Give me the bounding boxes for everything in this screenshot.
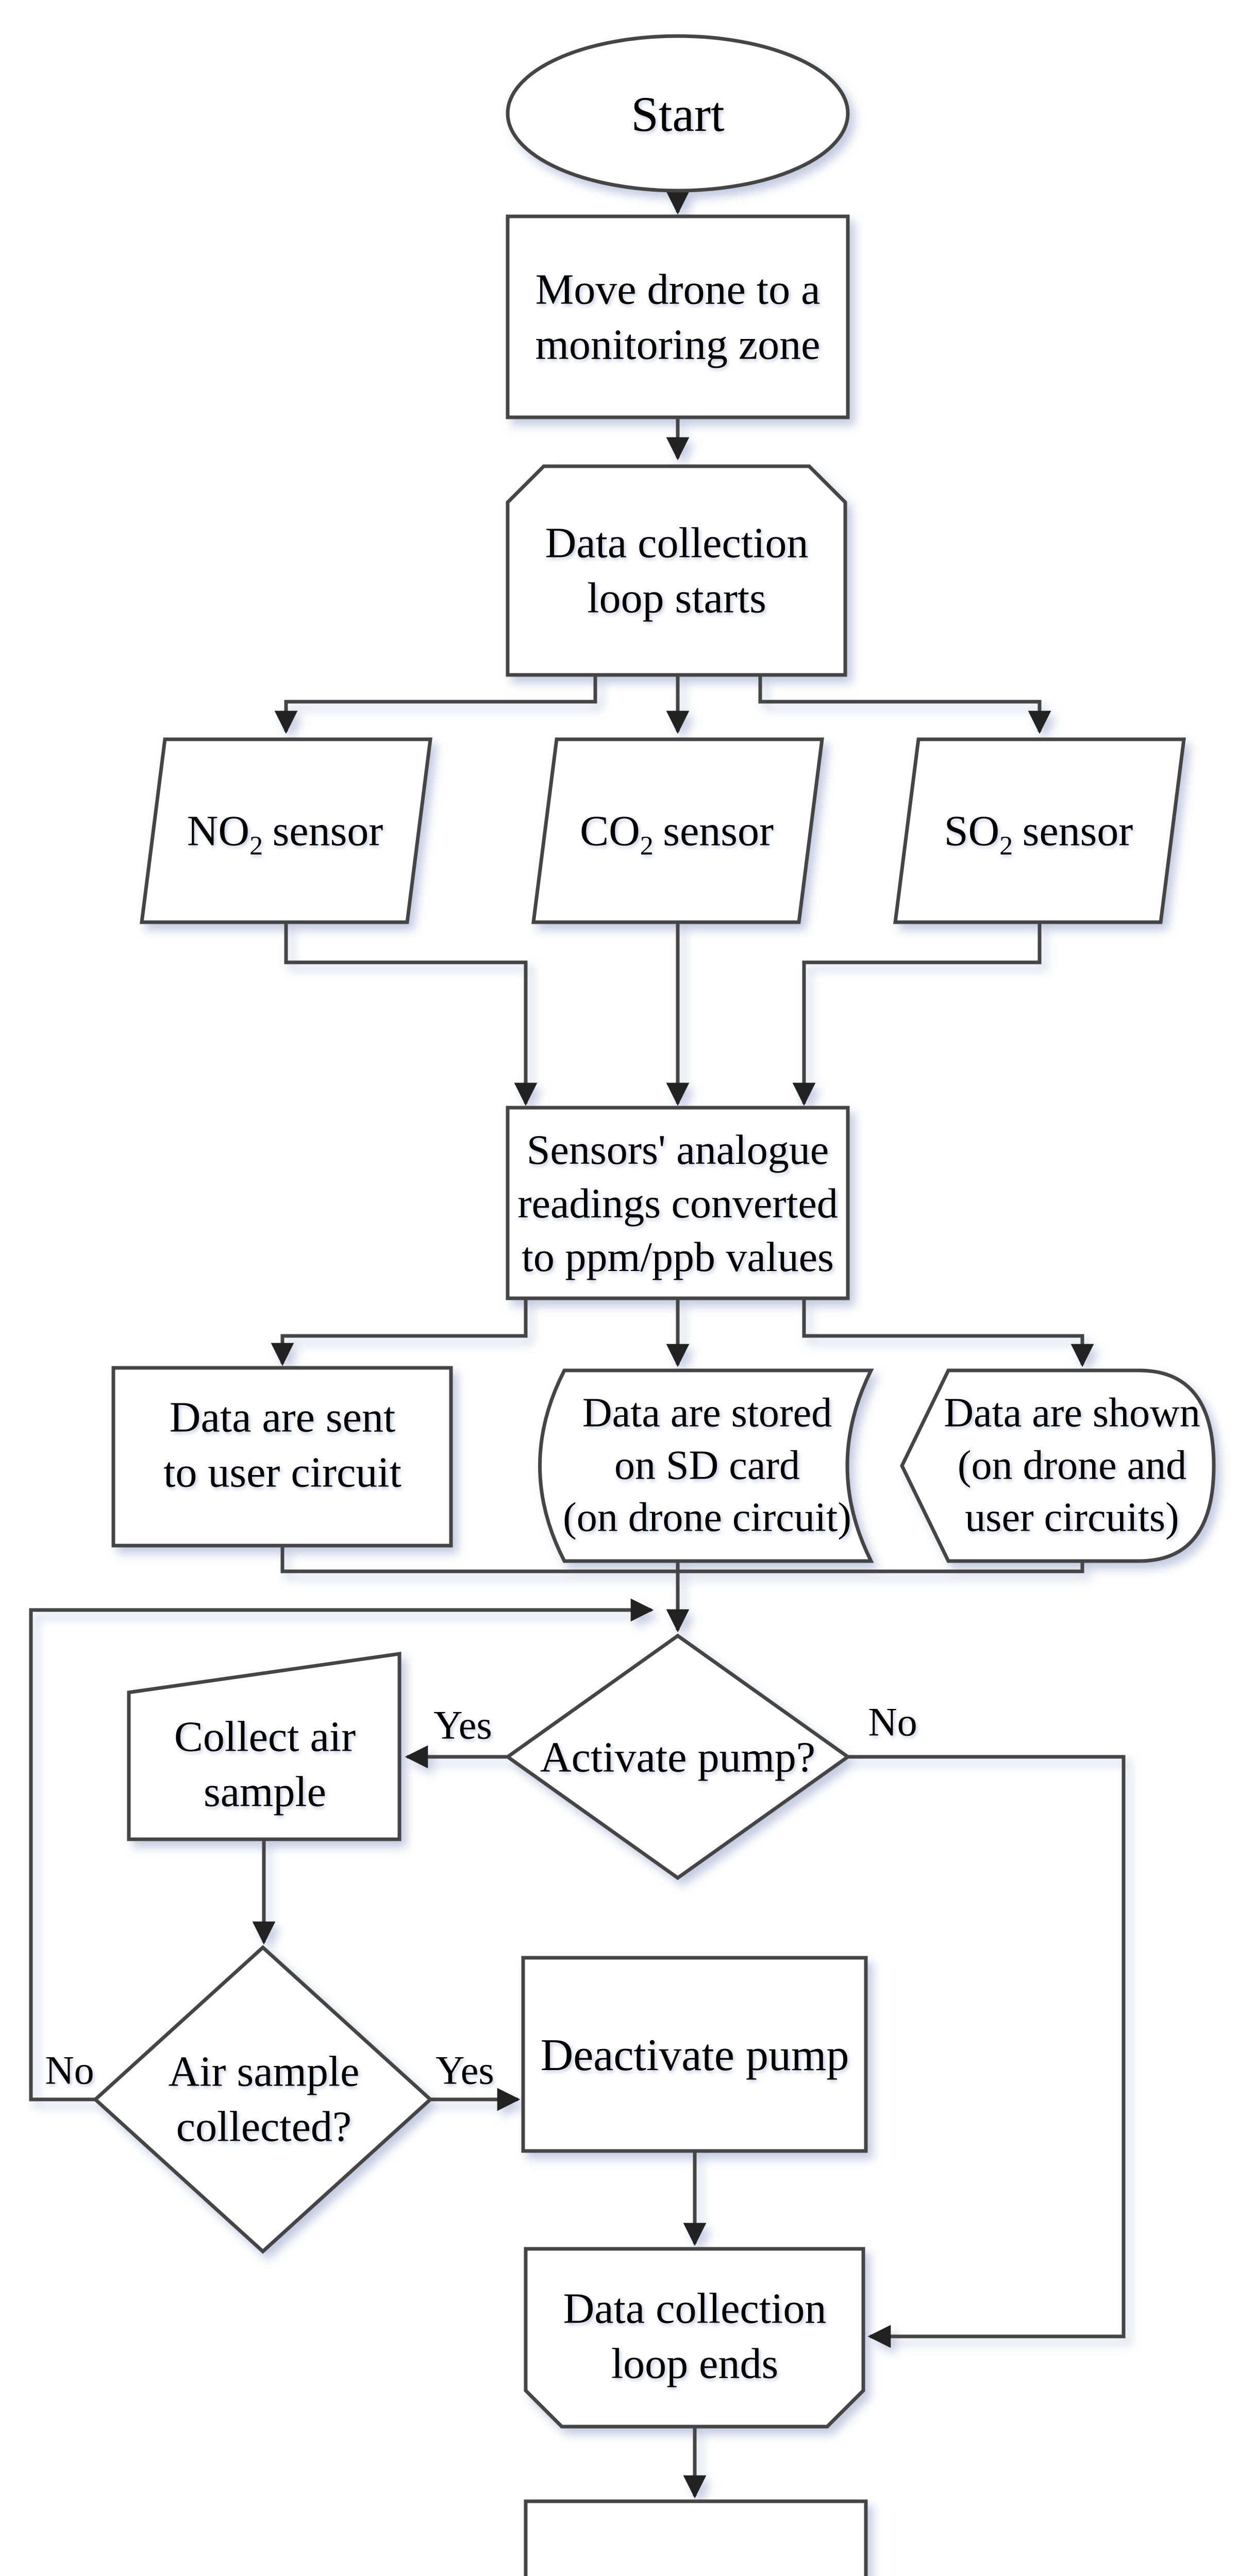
edge-no2-to-readings bbox=[284, 922, 538, 1106]
move-process-shape bbox=[506, 214, 850, 419]
edge-readings-to-shown bbox=[802, 1298, 1094, 1367]
collected-decision-shape bbox=[92, 1945, 433, 2254]
collect-label: Collect air sample bbox=[174, 1713, 356, 1816]
edge-loopstart-to-no2 bbox=[274, 675, 597, 734]
edge-sent-merge bbox=[280, 1546, 678, 1573]
retrieve-process-shape bbox=[524, 2499, 868, 2576]
edge-activate-no bbox=[848, 1755, 1126, 2348]
loop-end-limit-shape bbox=[524, 2247, 865, 2429]
start-terminator-shape bbox=[506, 34, 850, 193]
edge-loopstart-to-so2 bbox=[758, 675, 1051, 734]
move-label: Move drone to a monitoring zone bbox=[535, 265, 821, 368]
edge-shown-merge bbox=[678, 1561, 1084, 1573]
activate-no-edge-label: No bbox=[868, 1699, 917, 1744]
loop-start-limit-shape bbox=[506, 464, 847, 677]
collected-yes-edge-label: Yes bbox=[436, 2047, 494, 2093]
no2-sensor-parallelogram-shape bbox=[140, 737, 432, 924]
stored-data-shape bbox=[538, 1368, 874, 1563]
deactivate-label: Deactivate pump bbox=[540, 2030, 849, 2081]
readings-label: Sensors' analogue readings converted to … bbox=[517, 1126, 838, 1281]
collected-no-edge-label: No bbox=[45, 2047, 94, 2093]
collect-manual-operation-shape bbox=[127, 1651, 401, 1841]
sent-process-shape bbox=[111, 1366, 453, 1548]
stored-label: Data are stored on SD card (on drone cir… bbox=[563, 1390, 851, 1540]
shown-label: Data are shown (on drone and user circui… bbox=[944, 1390, 1200, 1540]
collected-label: Air sample collected? bbox=[168, 2047, 360, 2150]
retrieve-label: Retrieve Drone bbox=[557, 2564, 835, 2576]
so2-sensor-parallelogram-shape bbox=[893, 737, 1186, 924]
loop-end-label: Data collection loop ends bbox=[563, 2284, 827, 2387]
display-shape bbox=[900, 1368, 1216, 1563]
start-label: Start bbox=[631, 87, 725, 142]
readings-process-shape bbox=[506, 1106, 850, 1300]
activate-label: Activate pump? bbox=[540, 1733, 816, 1782]
loop-start-label: Data collection loop starts bbox=[545, 519, 809, 622]
edge-so2-to-readings bbox=[792, 922, 1042, 1106]
co2-sensor-parallelogram-shape bbox=[531, 737, 824, 924]
activate-yes-edge-label: Yes bbox=[433, 1702, 492, 1748]
sent-label: Data are sent to user circuit bbox=[163, 1393, 401, 1496]
edge-collected-no-loop bbox=[29, 1598, 654, 2102]
edge-readings-to-sent bbox=[271, 1298, 528, 1366]
activate-decision-shape bbox=[504, 1633, 851, 1880]
deactivate-process-shape bbox=[521, 1956, 868, 2153]
